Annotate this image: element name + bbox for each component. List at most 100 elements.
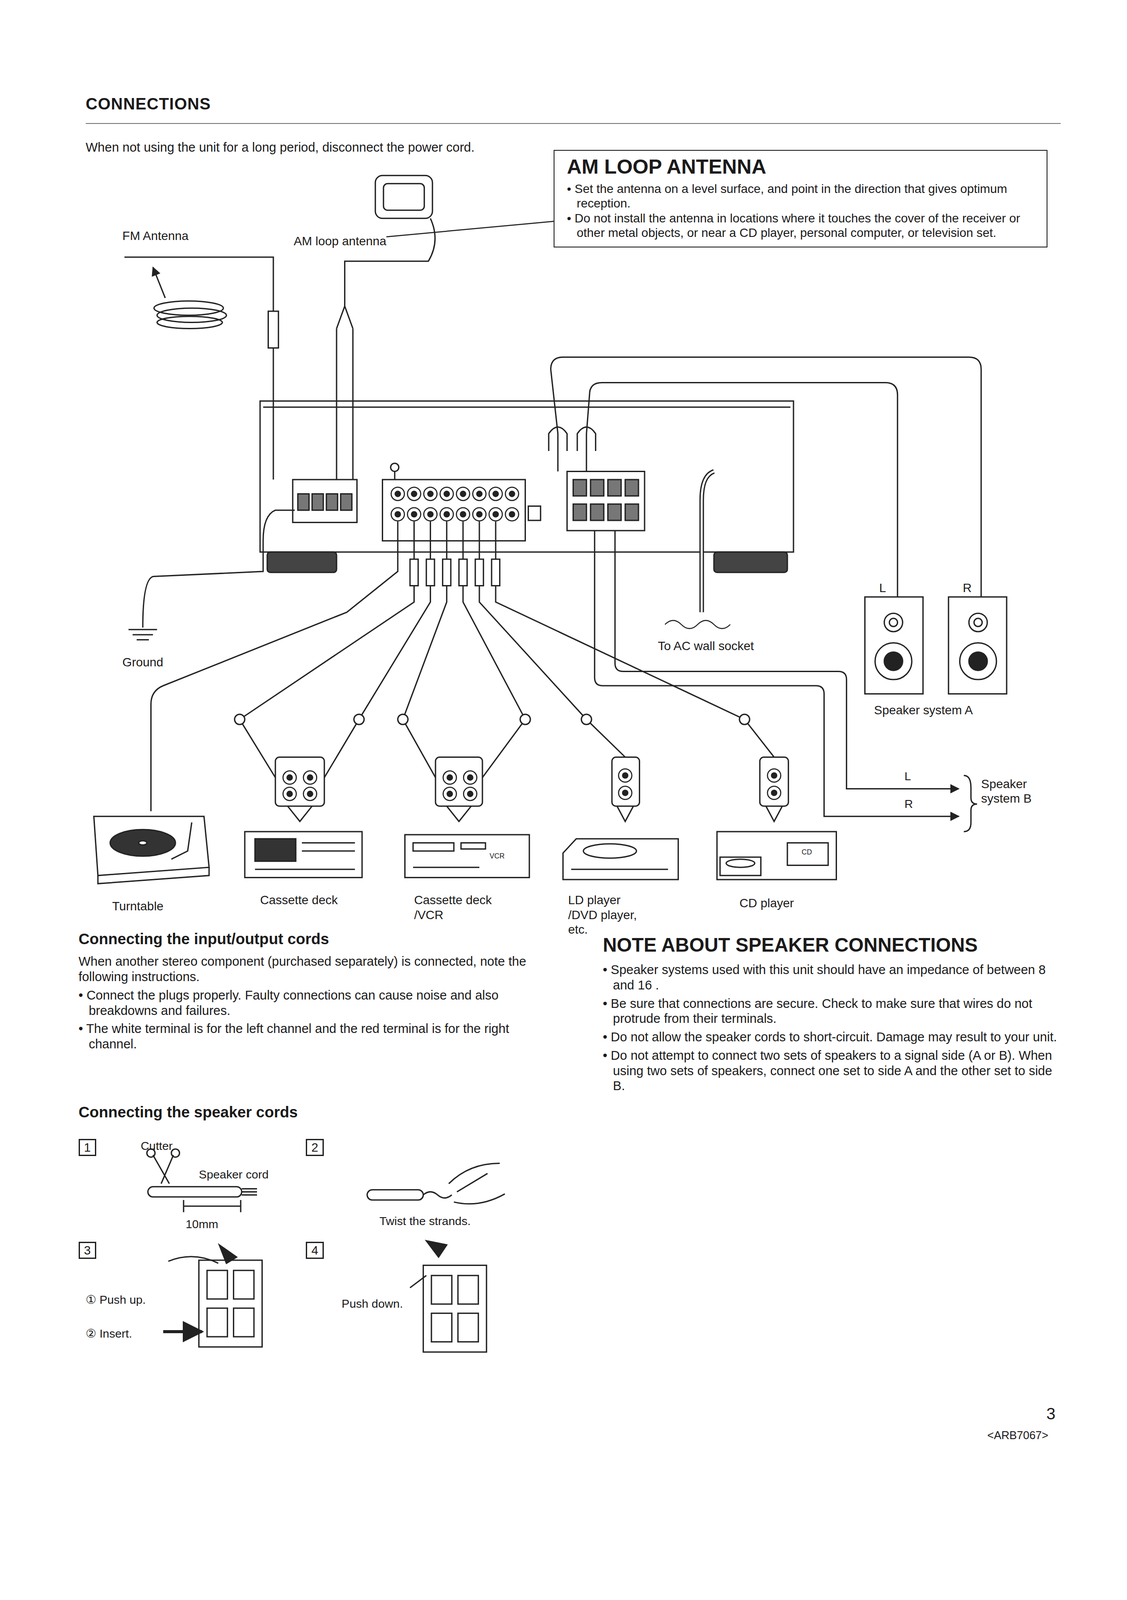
turntable-cable [151,521,399,811]
audio-cables [442,558,451,586]
cord-step-drawings [431,1275,452,1304]
cord-step-drawings [457,1275,479,1304]
speaker-system-a [864,596,923,694]
audio-cables [402,521,447,778]
part-label: FM Antenna [122,228,189,243]
receiver-rear-panel [607,479,621,496]
audio-cables [475,558,484,586]
part-label: Speaker system A [873,702,973,718]
receiver-rear-panel [423,507,437,521]
cd-player-drawing [717,831,837,880]
cord-step-drawings [423,1191,452,1198]
audio-cables [463,521,526,778]
ld-player-drawing [571,868,669,870]
receiver-rear-panel [390,463,399,472]
cd-player-drawing [717,831,837,880]
turntable-drawing [110,829,176,856]
channel-label: R [903,796,914,811]
jack-panels [616,805,634,822]
device-label: Cassette deck [260,892,338,907]
receiver-rear-panel [440,507,454,521]
receiver-rear-panel [391,507,405,521]
receiver-rear-panel [472,507,486,521]
jack-panels [463,770,477,784]
speaker-system-a [875,642,913,680]
cord-step-drawings [163,1329,202,1333]
fm-antenna [152,267,166,298]
receiver-rear-panel [528,505,541,521]
am-loop-antenna [383,183,425,211]
jack-panels [767,786,781,800]
dimension-label: 10mm [185,1216,219,1231]
receiver-rear-panel [573,503,587,521]
step-number: 4 [305,1241,324,1259]
receiver-rear-panel [489,486,503,501]
vcr-drawing [460,842,486,849]
receiver-rear-panel [297,493,310,511]
audio-cables [426,558,435,586]
vcr-drawing [405,834,530,878]
turntable-drawing [97,866,210,884]
connection-illustration [85,123,1061,1352]
audio-cables [739,713,750,725]
cassette-deck-drawing [244,831,363,877]
vcr-drawing [413,842,454,852]
title-rule [85,123,1061,124]
label-text: AM loop antenna [293,233,387,249]
jack-panels [443,786,457,801]
receiver-rear-panel [489,507,503,521]
jack-panels [612,757,640,806]
jack-panels [759,757,789,806]
receiver-rear-panel [573,479,587,496]
cord-step-drawings [199,1259,263,1347]
receiver-rear-panel [326,493,338,511]
jack-panels [282,786,297,801]
cord-step-drawings [367,1189,424,1200]
receiver-rear-panel [311,493,324,511]
receiver-rear-panel [625,479,639,496]
receiver-rear-panel [505,486,519,501]
cassette-deck-drawing [301,841,356,844]
receiver-rear-panel [382,479,526,541]
part-label: To AC wall socket [657,638,754,653]
fm-antenna [156,308,227,323]
channel-label: L [879,580,887,595]
step-number: 2 [305,1138,324,1156]
receiver-rear-panel [407,507,421,521]
audio-cables [520,713,531,725]
cord-step-drawings [219,1244,237,1263]
audio-cables [479,521,626,757]
document-code: <ARB7067> [987,1427,1049,1442]
power-cord [701,471,714,613]
am-loop-antenna [336,328,353,480]
page-title: CONNECTIONS [85,94,211,114]
cord-step-drawings [233,1307,254,1337]
ld-player-drawing [562,838,678,880]
speaker-system-a [884,612,903,632]
receiver-rear-panel [625,503,639,521]
jack-panels [446,805,472,822]
jack-panels [463,786,477,801]
turntable-drawing [171,822,192,859]
audio-cables [581,713,592,725]
audio-cables [353,713,364,725]
antenna-label: AM loop antenna [293,233,387,249]
receiver-rear-panel [260,400,794,552]
receiver-rear-panel [340,493,352,511]
body-text: When another stereo component (purchased… [78,953,551,985]
cord-step-drawings [168,1256,219,1263]
bullet-text: • Do not install the antenna in location… [566,210,1035,241]
turntable-drawing [94,815,210,876]
receiver-rear-panel [267,551,337,573]
ground-wire [128,629,157,640]
callout-line [386,221,554,237]
receiver-rear-panel [263,406,791,408]
turntable-drawing [138,840,148,845]
receiver-rear-panel [567,471,645,531]
audio-cables [234,521,775,778]
turntable-drawing [94,815,210,884]
device-label: LD player /DVD player, etc. [568,892,645,937]
device-label: Turntable [112,898,164,914]
power-cord [701,471,714,613]
